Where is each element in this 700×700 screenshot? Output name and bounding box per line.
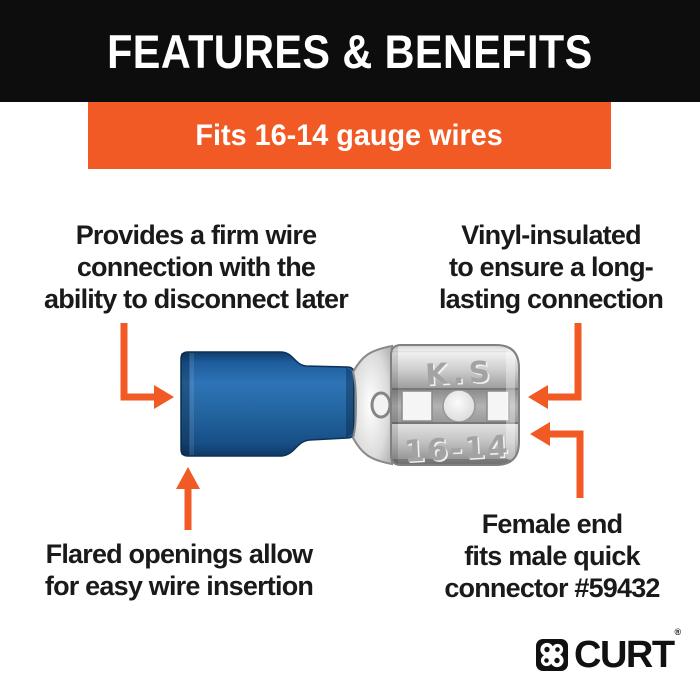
callout-line: ability to disconnect later <box>44 284 349 314</box>
callout-line: connection with the <box>76 252 316 282</box>
svg-text:K.S: K.S <box>425 354 496 392</box>
terminal-window-right <box>486 390 510 422</box>
callout-line: lasting connection <box>438 284 664 314</box>
gauge-banner-text: Fits 16-14 gauge wires <box>195 118 504 152</box>
callout-line: Vinyl-insulated <box>461 220 641 250</box>
callout-line: to ensure a long- <box>449 252 654 282</box>
callout-line: Female end <box>481 509 623 539</box>
callout-female-end: Female end fits male quick connector #59… <box>392 508 700 604</box>
arrow-female-end <box>548 430 584 498</box>
callout-flared-openings: Flared openings allow for easy wire inse… <box>0 538 358 602</box>
transition-hole <box>370 391 392 419</box>
arrowhead-female-end <box>530 422 550 446</box>
header-bar: FEATURES & BENEFITS <box>0 0 700 102</box>
page-title: FEATURES & BENEFITS <box>107 24 593 78</box>
brand-name: CURT® <box>574 627 681 676</box>
blue-insulation-sleeve <box>180 351 355 457</box>
curt-logo-icon <box>536 639 568 671</box>
gauge-banner: Fits 16-14 gauge wires <box>88 102 611 169</box>
metal-terminal-body: K.S K.S 16-14 16-14 <box>390 344 520 471</box>
terminal-window-left <box>401 390 433 422</box>
svg-text:16-14: 16-14 <box>405 431 513 471</box>
terminal-dimple <box>442 389 476 423</box>
arrow-vinyl-insulated <box>546 323 582 401</box>
arrowhead-firm-connection <box>154 385 174 409</box>
svg-text:16-14: 16-14 <box>403 429 511 469</box>
terminal-bottom-band <box>391 423 519 465</box>
callout-line: for easy wire insertion <box>44 571 314 601</box>
registered-mark: ® <box>674 627 682 637</box>
terminal-top-band <box>391 345 519 389</box>
callout-line: fits male quick <box>464 541 640 571</box>
flared-opening-edge <box>181 353 190 455</box>
stamp-bottom: 16-14 16-14 <box>403 429 512 471</box>
brand-logo: CURT® <box>536 627 681 676</box>
callout-vinyl-insulated: Vinyl-insulated to ensure a long- lastin… <box>391 219 700 315</box>
arrow-firm-connection <box>120 323 158 401</box>
callout-line: Provides a firm wire <box>75 220 317 250</box>
callout-line: connector #59432 <box>444 573 660 603</box>
arrowhead-flared-openings <box>176 467 200 489</box>
stamp-top: K.S K.S <box>425 354 498 393</box>
callout-line: Flared openings allow <box>45 539 314 569</box>
svg-text:K.S: K.S <box>426 356 497 394</box>
callout-firm-connection: Provides a firm wire connection with the… <box>6 219 386 315</box>
arrowhead-vinyl-insulated <box>528 385 548 409</box>
metal-crimp-transition <box>351 344 393 466</box>
